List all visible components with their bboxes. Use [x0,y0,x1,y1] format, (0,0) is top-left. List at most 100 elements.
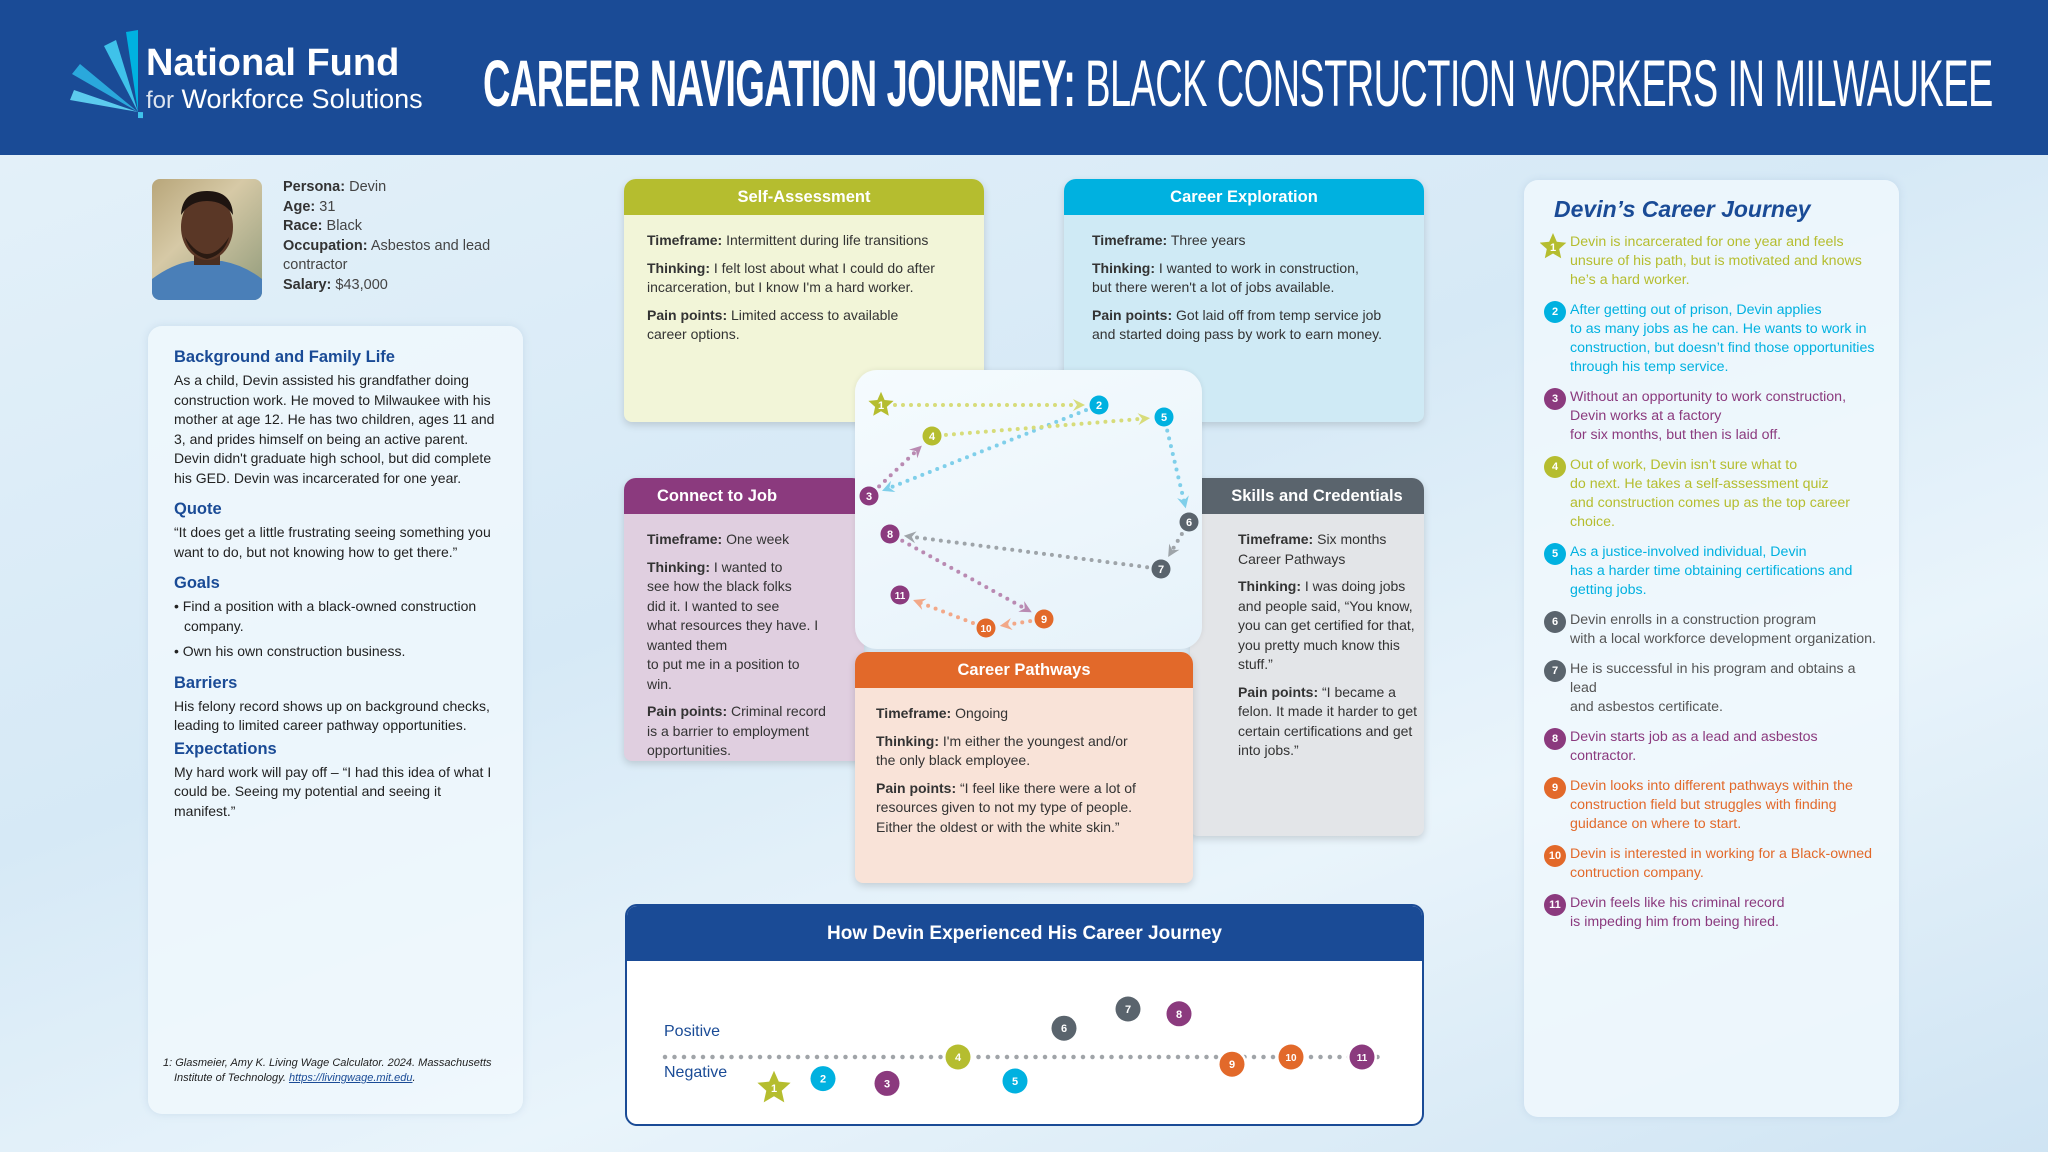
svg-text:2: 2 [820,1074,826,1086]
star-icon: 1 [1539,233,1567,259]
svg-text:5: 5 [1161,412,1167,424]
step-marker-3: 3 [874,1070,900,1096]
svg-text:7: 7 [1158,564,1164,576]
stage-card-career-pathways: Career Pathways Timeframe: Ongoing Think… [855,652,1193,883]
svg-text:1: 1 [878,400,884,412]
step-marker-10: 10 [1278,1044,1304,1070]
step-marker-9: 9 [1219,1051,1245,1077]
step-number-badge: 7 [1544,660,1566,682]
svg-text:9: 9 [1041,614,1047,626]
step-marker-5: 5 [1154,407,1174,427]
stage-title: Career Exploration [1064,179,1424,215]
journey-arrow [1165,428,1187,505]
goal-item: Find a position with a black-owned const… [174,597,497,636]
step-text: Devin is interested in working for a Bla… [1570,846,1873,881]
career-journey-panel: Devin’s Career Journey 1 Devin is incarce… [1524,180,1899,1117]
arrowhead-icon [1018,601,1032,613]
stage-card-skills-credentials: Skills and Credentials Timeframe: Six mo… [1190,478,1424,836]
background-text: As a child, Devin assisted his grandfath… [174,372,495,486]
page-title: CAREER NAVIGATION JOURNEY: BLACK CONSTRU… [483,46,1993,120]
step-marker-9: 9 [1034,609,1054,629]
stage-title: Self-Assessment [624,179,984,215]
step-number-badge: 8 [1544,728,1566,750]
journey-arrow [943,416,1147,437]
step-text: Devin is incarcerated for one year and f… [1570,234,1862,288]
journey-arrow [1169,532,1184,554]
stage-title: Career Pathways [855,652,1193,688]
step-number-badge: 10 [1544,845,1566,867]
header [0,0,2048,155]
svg-text:5: 5 [1012,1076,1018,1088]
step-marker-4: 4 [945,1044,971,1070]
step-text: He is successful in his program and obta… [1570,661,1856,715]
step-text: After getting out of prison, Devin appli… [1570,302,1875,375]
persona-details: Persona: Devin Age: 31 Race: Black Occup… [283,179,491,293]
background-heading: Background and Family Life [174,348,395,366]
persona-background-panel: Background and Family Life As a child, De… [148,326,523,1114]
step-number-badge: 9 [1544,777,1566,799]
journey-arrow [885,408,1088,491]
step-marker-1: 1 [868,391,894,416]
svg-text:10: 10 [980,624,992,635]
step-number-badge: 4 [1544,456,1566,478]
stage-title: Connect to Job [624,478,864,514]
barriers-heading: Barriers [174,673,238,692]
stage-card-connect-to-job: Connect to Job Timeframe: One week Think… [624,478,864,761]
step-marker-5: 5 [1002,1068,1028,1094]
journey-title: Devin’s Career Journey [1554,196,1811,222]
goal-item: Own his own construction business. [174,642,497,662]
step-marker-3: 3 [859,486,879,506]
footnote-link[interactable]: https://livingwage.mit.edu [288,1072,413,1084]
experience-chart-panel: How Devin Experienced His Career Journey… [625,904,1424,1126]
arrowhead-icon [903,531,917,544]
step-marker-11: 11 [1349,1044,1375,1070]
logo-subtext: for Workforce Solutions [146,84,423,114]
svg-text:3: 3 [866,491,872,503]
step-number-badge: 3 [1544,388,1566,410]
svg-text:8: 8 [887,529,893,541]
step-number-badge: 5 [1544,543,1566,565]
step-marker-1: 1 [757,1070,791,1103]
step-marker-7: 7 [1151,559,1171,579]
step-text: Devin starts job as a lead and asbestos … [1570,729,1818,764]
step-marker-8: 8 [1166,1001,1192,1027]
step-number-badge: 11 [1544,894,1566,916]
step-marker-7: 7 [1115,996,1141,1022]
negative-label: Negative [664,1064,728,1081]
step-marker-11: 11 [890,585,910,605]
step-marker-6: 6 [1179,512,1199,532]
step-text: Without an opportunity to work construct… [1570,389,1847,443]
step-text: Out of work, Devin isn’t sure what to do… [1570,457,1850,530]
stage-title: Skills and Credentials [1190,478,1424,514]
logo: National Fund for Workforce Solutions [68,30,428,130]
step-text: As a justice-involved individual, Devin … [1570,544,1853,598]
svg-text:6: 6 [1061,1023,1067,1035]
journey-arrow [907,534,1150,570]
step-marker-10: 10 [976,618,996,638]
arrowhead-icon [1168,543,1180,557]
persona-photo [152,179,262,300]
quote-heading: Quote [174,500,222,518]
svg-text:7: 7 [1125,1004,1131,1016]
arrowhead-icon [913,598,927,610]
step-text: Devin enrolls in a construction program … [1570,612,1876,647]
svg-text:6: 6 [1186,517,1192,529]
arrowhead-icon [999,618,1013,630]
positive-label: Positive [664,1023,721,1040]
svg-text:3: 3 [884,1078,890,1090]
svg-text:1: 1 [771,1083,777,1095]
svg-text:1: 1 [1550,242,1556,254]
experience-title: How Devin Experienced His Career Journey [627,906,1422,961]
arrowhead-icon [882,480,896,493]
journey-arrow [900,538,1029,612]
expectations-text: My hard work will pay off – “I had this … [174,763,492,819]
